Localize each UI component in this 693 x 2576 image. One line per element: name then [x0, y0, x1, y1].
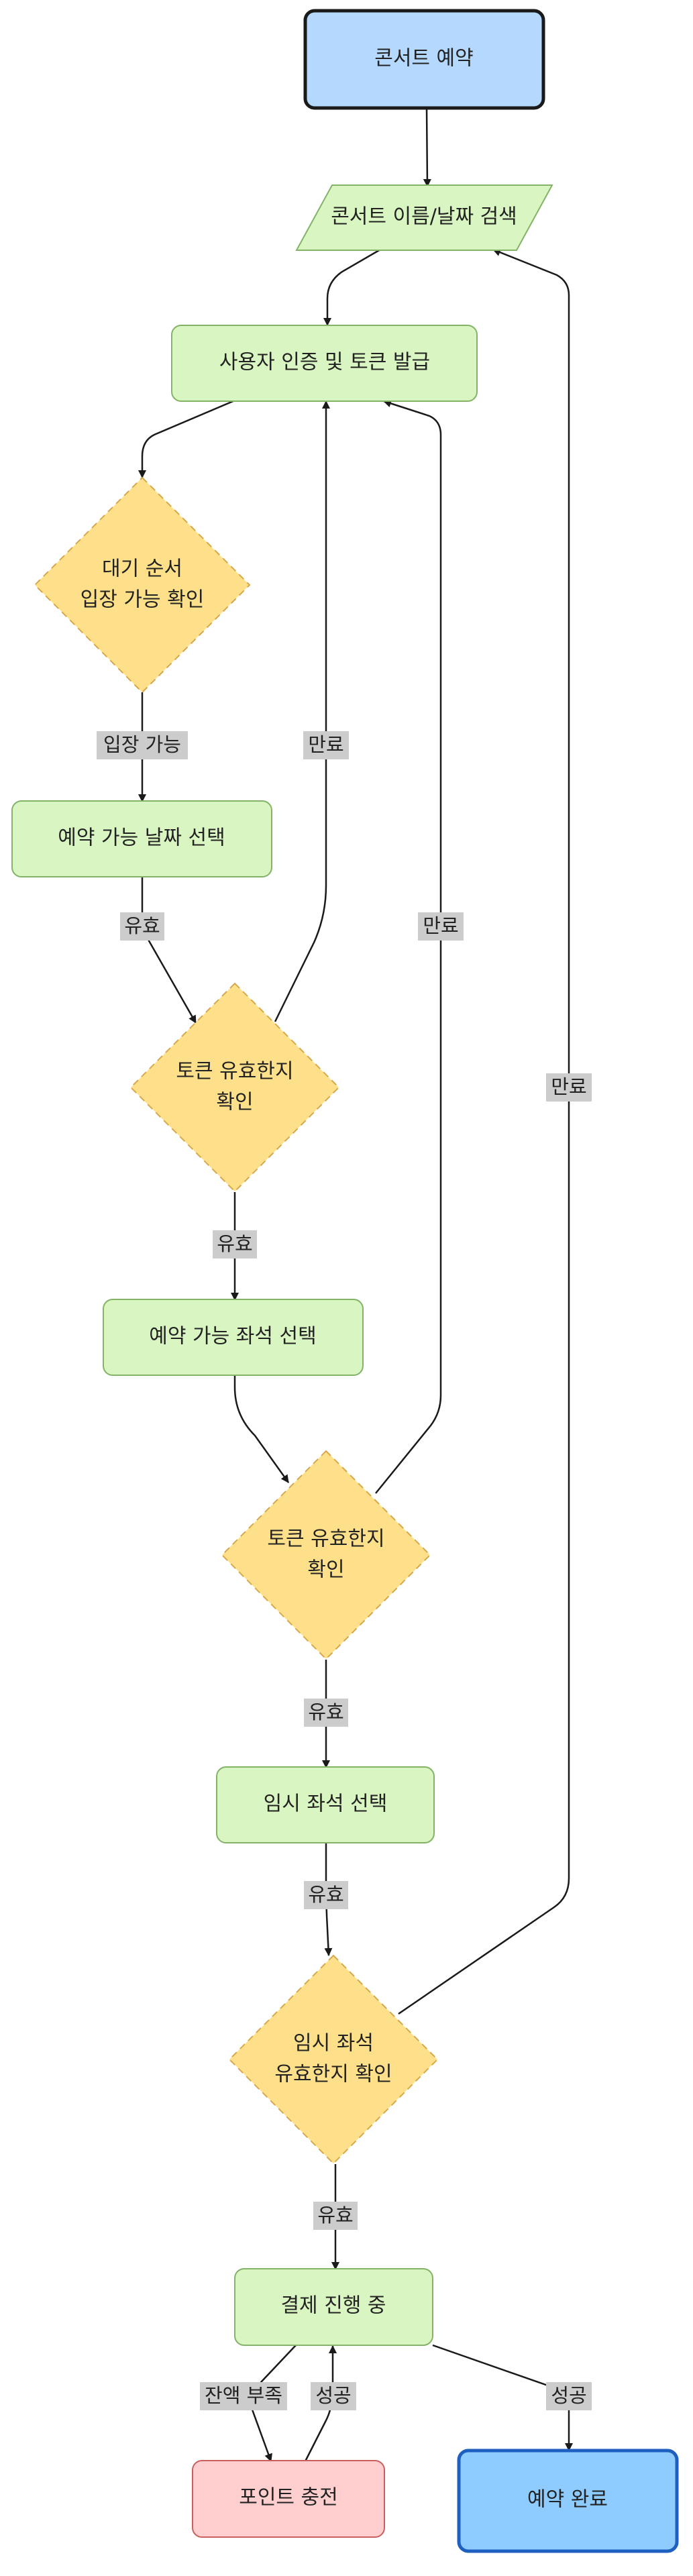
node-start-label: 콘서트 예약: [374, 47, 474, 70]
nodes: 콘서트 예약 콘서트 이름/날짜 검색 사용자 인증 및 토큰 발급 대기 순서…: [11, 9, 679, 2553]
node-seat-label: 예약 가능 좌석 선택: [149, 1325, 316, 1348]
edge-label-queue-date-text: 입장 가능: [103, 733, 181, 756]
node-charge-box: [192, 2460, 385, 2538]
node-start[interactable]: 콘서트 예약: [303, 9, 545, 110]
edge-label-charge-payment-text: 성공: [315, 2384, 351, 2407]
node-tempcheck-diamond: [228, 1954, 439, 2165]
edge-label-tempseat-tempcheck-text: 유효: [308, 1883, 343, 1906]
edge-label-date-token1-text: 유효: [124, 914, 160, 937]
node-date-box: [11, 800, 272, 877]
edge-token1-to-auth: [274, 400, 330, 1022]
node-done[interactable]: 예약 완료: [457, 2449, 679, 2553]
node-payment-box: [234, 2268, 433, 2346]
edge-label-payment-done: 성공: [546, 2382, 592, 2410]
edge-label-tempcheck-payment: 유효: [313, 2202, 358, 2230]
edge-label-token1-auth: 만료: [303, 731, 349, 759]
node-done-label: 예약 완료: [527, 2488, 608, 2512]
edge-label-tempseat-tempcheck: 유효: [304, 1881, 348, 1909]
node-queue-diamond: [34, 476, 251, 694]
node-charge[interactable]: 포인트 충전: [192, 2460, 385, 2538]
node-tempseat-box: [216, 1766, 435, 1843]
node-token2-diamond: [221, 1450, 431, 1660]
node-date[interactable]: 예약 가능 날짜 선택: [11, 800, 272, 877]
edge-label-token2-auth: 만료: [418, 912, 464, 941]
node-search[interactable]: 콘서트 이름/날짜 검색: [295, 184, 553, 251]
node-queue[interactable]: 대기 순서 입장 가능 확인: [34, 476, 251, 694]
edge-label-token2-tempseat: 유효: [304, 1699, 348, 1727]
edge-label-payment-done-text: 성공: [551, 2384, 586, 2407]
node-tempcheck[interactable]: 임시 좌석 유효한지 확인: [228, 1954, 439, 2165]
edge-label-tempcheck-search-text: 만료: [551, 1075, 586, 1098]
edge-seat-to-token2: [233, 1375, 290, 1483]
node-tempseat-label: 임시 좌석 선택: [264, 1792, 388, 1816]
node-payment-label: 결제 진행 중: [280, 2294, 386, 2318]
node-queue-label-line2: 입장 가능 확인: [81, 588, 205, 612]
edge-label-token2-tempseat-text: 유효: [308, 1701, 343, 1723]
edge-token2-to-auth: [375, 399, 442, 1494]
node-auth[interactable]: 사용자 인증 및 토큰 발급: [171, 325, 478, 402]
node-token1-label-line1: 토큰 유효한지: [176, 1060, 293, 1083]
edge-label-payment-charge: 잔액 부족: [200, 2382, 287, 2410]
node-tempseat[interactable]: 임시 좌석 선택: [216, 1766, 435, 1843]
edge-label-queue-date: 입장 가능: [97, 731, 188, 759]
node-charge-label: 포인트 충전: [239, 2486, 338, 2510]
edge-date-to-token1: [141, 876, 197, 1024]
node-payment[interactable]: 결제 진행 중: [234, 2268, 433, 2346]
node-tempcheck-label-line2: 유효한지 확인: [274, 2063, 392, 2086]
node-search-box: [295, 184, 553, 251]
edge-label-tempcheck-search: 만료: [546, 1073, 592, 1102]
node-seat-box: [103, 1299, 364, 1376]
edge-label-token1-auth-text: 만료: [308, 733, 343, 756]
edge-tempcheck-to-search: [398, 248, 570, 2015]
node-token1-label-line2: 확인: [216, 1091, 253, 1114]
edge-auth-to-queue: [138, 399, 235, 478]
edge-label-date-token1: 유효: [120, 912, 164, 941]
node-done-box: [457, 2449, 679, 2553]
node-token1-diamond: [129, 982, 340, 1193]
node-seat[interactable]: 예약 가능 좌석 선택: [103, 1299, 364, 1376]
node-auth-box: [171, 325, 478, 402]
node-token1[interactable]: 토큰 유효한지 확인: [129, 982, 340, 1193]
edge-label-token1-seat: 유효: [213, 1230, 257, 1258]
node-tempcheck-label-line1: 임시 좌석: [293, 2032, 374, 2055]
edge-label-token2-auth-text: 만료: [423, 914, 458, 937]
node-search-label: 콘서트 이름/날짜 검색: [331, 205, 517, 229]
edge-label-token1-seat-text: 유효: [217, 1232, 252, 1255]
node-auth-label: 사용자 인증 및 토큰 발급: [219, 351, 430, 374]
node-start-box: [303, 9, 545, 110]
node-token2-label-line1: 토큰 유효한지: [267, 1527, 384, 1551]
edge-labels: 입장 가능 유효 만료 유효 만료 유효 유효 만료: [97, 731, 592, 2410]
edge-search-to-auth: [323, 248, 381, 326]
node-queue-label-line1: 대기 순서: [102, 557, 182, 581]
edge-label-tempcheck-payment-text: 유효: [317, 2204, 353, 2226]
node-date-label: 예약 가능 날짜 선택: [58, 826, 225, 850]
edge-label-payment-charge-text: 잔액 부족: [205, 2384, 282, 2407]
node-token2[interactable]: 토큰 유효한지 확인: [221, 1450, 431, 1660]
edge-label-charge-payment: 성공: [311, 2382, 356, 2410]
node-token2-label-line2: 확인: [307, 1558, 344, 1582]
